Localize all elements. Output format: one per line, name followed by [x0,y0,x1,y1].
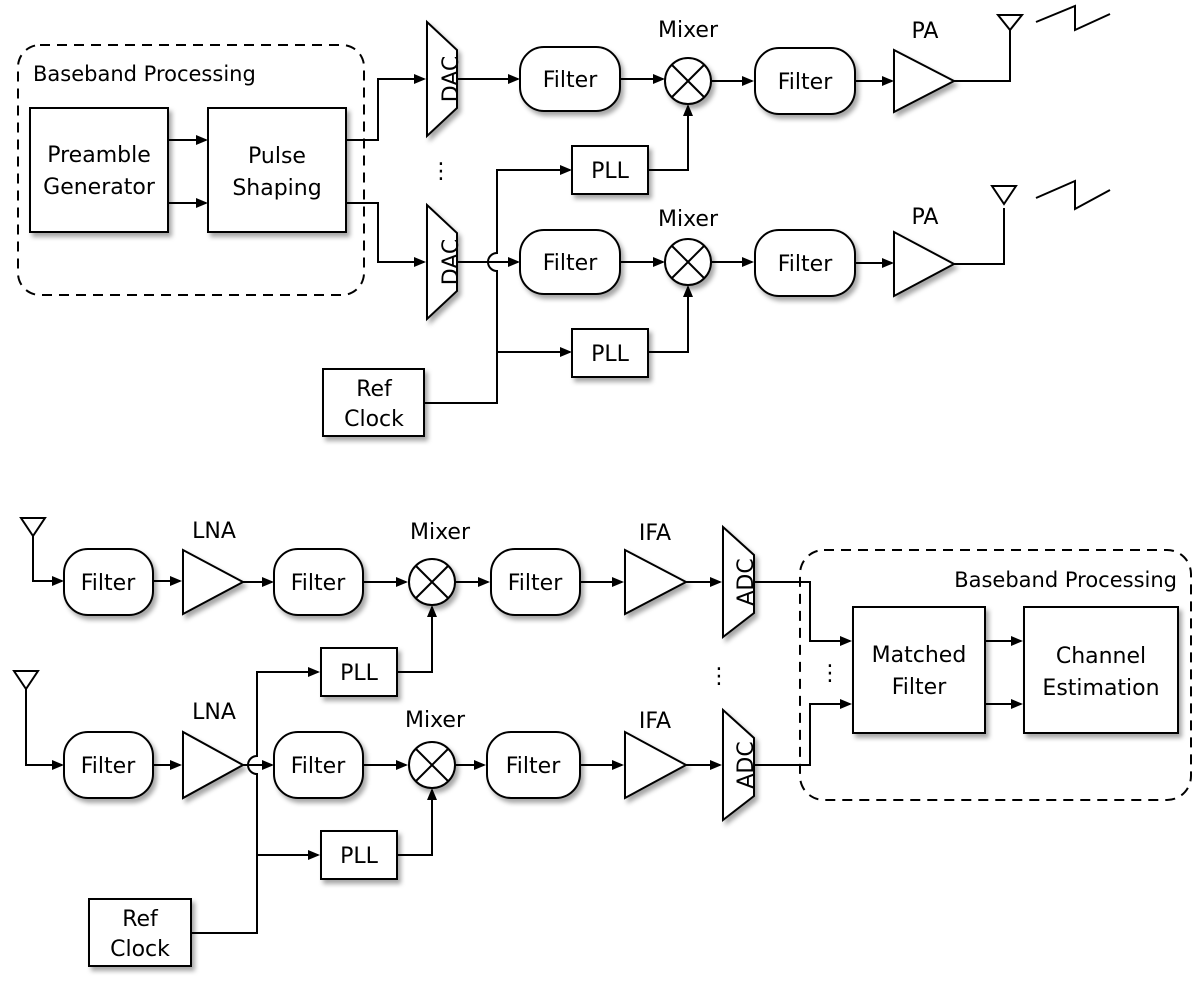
tx-pll-bottom-label: PLL [591,342,630,367]
rx-filter-2-bottom-label: Filter [291,754,346,779]
rx-matched-filter-block [852,606,986,734]
tx-baseband-label: Baseband Processing [33,62,256,86]
tx-filter-2-top-label: Filter [778,70,833,95]
rx-mixer-bottom-block [408,741,456,789]
tx-antenna-top-icon [995,14,1025,32]
rx-adc-top-block [722,524,755,640]
tx-filter-1-top-label: Filter [543,68,598,93]
rx-mixer-bottom-label: Mixer [405,708,466,733]
tx-antenna-bottom-icon [990,185,1018,206]
rx-ifa-bottom-label: IFA [639,709,671,734]
rx-filter-3-top-label: Filter [508,571,563,596]
rx-ref-line1: Ref [122,907,159,932]
rx-channel-line1: Channel [1056,644,1146,669]
tx-dac-top-block [426,19,458,139]
rx-lna-bottom-label: LNA [192,700,236,725]
tx-pa-bottom-label: PA [912,205,939,230]
tx-mixer-top-block [664,57,712,105]
rx-ref-clock-block [88,898,192,967]
tx-pa-top-block [893,48,957,114]
rx-ifa-top-block [624,548,689,616]
rx-adc-ellipsis: ⋮ [708,664,730,689]
rx-lna-top-block [182,548,246,616]
tx-ref-clock-block [322,368,425,437]
rx-antenna-bottom-icon [12,670,40,691]
rx-baseband-label: Baseband Processing [954,568,1177,592]
tx-ref-line1: Ref [356,377,393,402]
rx-filter-1-top-label: Filter [81,571,136,596]
rx-filter-3-bottom-label: Filter [506,754,561,779]
rx-matched-line2: Filter [892,675,947,700]
tx-pa-top-label: PA [912,19,939,44]
receiver-section: Filter Filter LNA LNA Filter Filter Mixe… [12,517,1192,967]
tx-preamble-line2: Generator [43,175,156,200]
rx-mixer-top-block [408,558,456,606]
transmitter-section: Baseband Processing Preamble Generator P… [17,4,1111,437]
tx-preamble-generator-block [29,107,169,233]
rx-filter-2-top-label: Filter [291,571,346,596]
rx-adc-bottom-block [722,707,755,823]
rx-channel-line2: Estimation [1042,676,1159,701]
tx-pulse-shaping-block [207,107,347,233]
rx-baseband-region [799,549,1192,801]
rx-filter-1-bottom-label: Filter [81,754,136,779]
rx-pll-top-label: PLL [340,661,379,686]
tx-mixer-bottom-label: Mixer [658,207,719,232]
tx-mixer-top-label: Mixer [658,18,719,43]
tx-pll-top-label: PLL [591,159,630,184]
tx-dac-bottom-block [426,202,458,322]
rx-pll-bottom-label: PLL [340,844,379,869]
rx-lna-bottom-block [182,730,246,800]
rx-antenna-top-icon [19,517,47,538]
rx-ifa-bottom-block [624,730,689,800]
rx-baseband-ellipsis: ⋮ [819,661,841,686]
tx-signal-bottom-icon [1035,179,1111,211]
tx-pll-bottom-block [571,328,649,378]
tx-mixer-bottom-block [664,238,712,286]
rx-pll-top-block [320,647,398,697]
rx-matched-line1: Matched [872,643,967,668]
rx-ref-line2: Clock [110,937,170,962]
tx-pulse-line2: Shaping [232,176,321,201]
rx-channel-estimation-block [1023,606,1179,734]
tx-signal-top-icon [1035,4,1111,32]
tx-preamble-line1: Preamble [47,143,151,168]
tx-ref-line2: Clock [344,407,404,432]
tx-filter-1-bottom-label: Filter [543,251,598,276]
rx-lna-top-label: LNA [192,519,236,544]
tx-filter-2-bottom-label: Filter [778,252,833,277]
rx-ifa-top-label: IFA [639,521,671,546]
tx-pulse-line1: Pulse [248,144,306,169]
tx-dac-ellipsis: ⋮ [430,159,452,184]
tx-pa-bottom-block [893,230,957,298]
rx-mixer-top-label: Mixer [410,520,471,545]
